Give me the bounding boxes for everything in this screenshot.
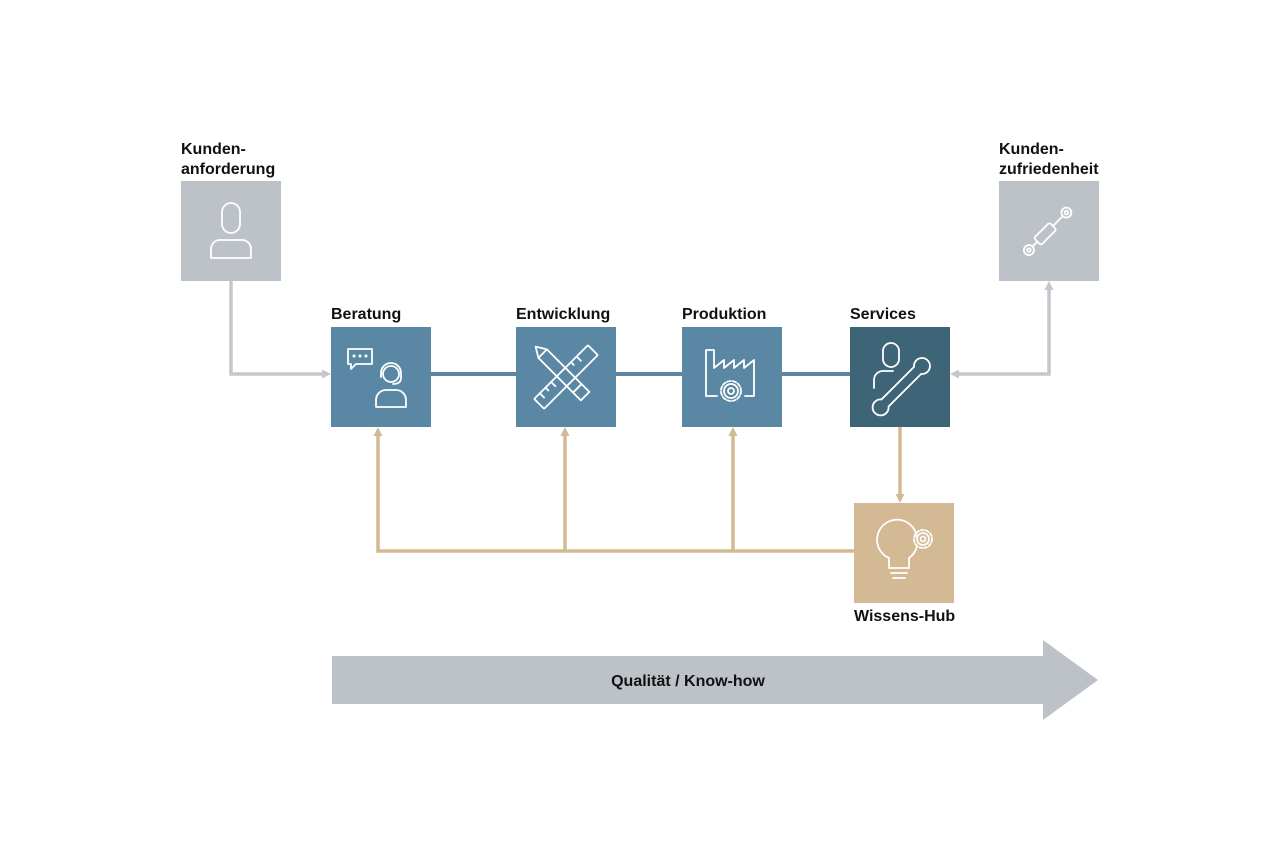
services-box [850, 327, 950, 427]
produktion-label: Produktion [682, 306, 766, 323]
node-kundenanforderung: Kunden- anforderung [181, 141, 281, 281]
factory-gear-icon [705, 349, 755, 402]
quality-knowhow-arrow: Qualität / Know-how [332, 640, 1098, 720]
services-label: Services [850, 306, 916, 323]
wissens-hub-label: Wissens-Hub [854, 608, 955, 625]
kundenanforderung-label-line2: anforderung [181, 161, 275, 178]
beratung-label: Beratung [331, 306, 401, 323]
consulting-headset-icon [347, 348, 407, 408]
node-wissens-hub: Wissens-Hub [854, 503, 955, 625]
kundenzufriedenheit-label-line1: Kunden- [999, 141, 1064, 158]
kundenanforderung-label-line1: Kunden- [181, 141, 246, 158]
knowledge-feedback-connector [373, 427, 905, 553]
node-entwicklung: Entwicklung [516, 306, 616, 427]
node-produktion: Produktion [682, 306, 782, 427]
entwicklung-label: Entwicklung [516, 306, 610, 323]
person-wrench-icon [871, 342, 931, 417]
node-beratung: Beratung [331, 306, 431, 427]
connector-services-to-kundenzufriedenheit [950, 281, 1054, 379]
node-services: Services [850, 306, 950, 427]
person-icon [210, 202, 252, 259]
quality-knowhow-label: Qualität / Know-how [611, 673, 765, 690]
pencil-ruler-icon [533, 344, 599, 410]
kundenanforderung-box [181, 181, 281, 281]
wissens-hub-box [854, 503, 954, 603]
hydraulic-cylinder-icon [1023, 206, 1073, 256]
entwicklung-box [516, 327, 616, 427]
produktion-box [682, 327, 782, 427]
node-kundenzufriedenheit: Kunden- zufriedenheit [999, 141, 1099, 281]
connector-kundenanforderung-to-beratung [229, 281, 331, 379]
kundenzufriedenheit-label-line2: zufriedenheit [999, 161, 1099, 178]
kundenzufriedenheit-box [999, 181, 1099, 281]
lightbulb-gear-icon [876, 518, 933, 579]
